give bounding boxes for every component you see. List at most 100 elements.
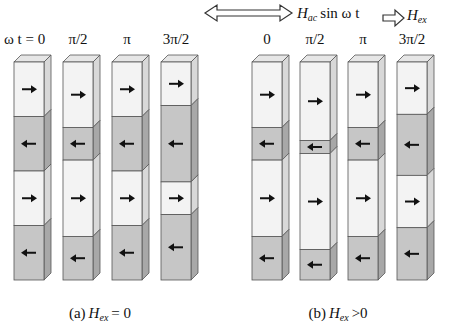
- caption-text: (a): [69, 305, 86, 321]
- magnetization-arrowhead: [269, 91, 275, 99]
- caption: (a)Hex= 0: [69, 304, 131, 327]
- magnetic-domain: [300, 249, 330, 280]
- magnetic-domain: [14, 171, 44, 226]
- column-side: [282, 153, 289, 236]
- caption-text: = 0: [111, 305, 131, 321]
- magnetic-domain: [63, 62, 93, 127]
- magnetization-arrowhead: [365, 194, 371, 202]
- column-side: [427, 55, 434, 114]
- magnetization-arrowhead: [168, 140, 174, 148]
- phase-label: ω t = 0: [4, 30, 45, 48]
- field-label-text: ac: [308, 12, 317, 23]
- magnetization-arrowhead: [355, 254, 361, 262]
- phase-label: π/2: [305, 30, 324, 48]
- column-side: [378, 229, 385, 280]
- magnetic-domain: [112, 226, 142, 281]
- column-side: [330, 147, 337, 250]
- magnetization-arrowhead: [119, 249, 125, 257]
- magnetic-domain: [161, 106, 191, 182]
- column-side: [93, 55, 100, 127]
- phase-label: π: [123, 30, 131, 48]
- magnetic-domain: [63, 127, 93, 160]
- magnetization-arrowhead: [129, 85, 135, 93]
- magnetic-domain: [63, 160, 93, 236]
- column-side: [282, 55, 289, 127]
- phase-label-text: π: [123, 31, 131, 47]
- field-label-text: H: [407, 7, 418, 23]
- field-label: Hacsin ω t: [297, 4, 359, 27]
- magnetization-arrowhead: [355, 140, 361, 148]
- magnetic-domain: [348, 160, 378, 236]
- magnetization-arrowhead: [178, 80, 184, 88]
- magnetization-arrowhead: [269, 194, 275, 202]
- magnetization-arrowhead: [168, 243, 174, 251]
- magnetic-domain: [63, 236, 93, 280]
- magnetization-arrowhead: [21, 140, 27, 148]
- field-label-text: ex: [418, 14, 427, 25]
- field-label-text: sin ω t: [320, 5, 359, 21]
- column-side: [44, 164, 51, 226]
- column-side: [93, 153, 100, 236]
- magnetization-arrowhead: [414, 84, 420, 92]
- magnetic-domain: [161, 62, 191, 106]
- phase-label-text: 3π/2: [399, 31, 426, 47]
- magnetic-domain: [112, 62, 142, 117]
- magnetic-domain: [397, 175, 427, 227]
- domain-column: [14, 55, 51, 280]
- caption-text: H: [329, 305, 340, 321]
- magnetization-arrowhead: [414, 198, 420, 206]
- phase-label: π: [359, 30, 367, 48]
- phase-label: 3π/2: [399, 30, 426, 48]
- magnetization-arrowhead: [21, 249, 27, 257]
- phase-label-text: π/2: [68, 31, 87, 47]
- magnetic-domain: [252, 160, 282, 236]
- magnetic-domain: [348, 62, 378, 127]
- phase-label: 0: [263, 30, 271, 48]
- column-side: [44, 55, 51, 117]
- domain-column: [112, 55, 149, 280]
- magnetization-arrowhead: [307, 261, 313, 269]
- column-side: [427, 168, 434, 227]
- column-side: [191, 55, 198, 106]
- caption-text: >0: [352, 305, 368, 321]
- field-label: Hex: [407, 6, 427, 29]
- phase-label-text: π: [359, 31, 367, 47]
- phase-label-text: 3π/2: [163, 31, 190, 47]
- magnetization-arrowhead: [31, 194, 37, 202]
- caption-text: ex: [99, 312, 108, 323]
- column-side: [330, 242, 337, 280]
- magnetic-domain: [252, 127, 282, 160]
- domain-column: [161, 55, 198, 280]
- phase-label-text: 0: [263, 31, 271, 47]
- column-side: [44, 219, 51, 281]
- ac-field-arrow: [205, 5, 292, 21]
- magnetization-arrowhead: [178, 194, 184, 202]
- domain-column: [348, 55, 385, 280]
- column-side: [282, 229, 289, 280]
- column-side: [44, 110, 51, 172]
- domain-column: [252, 55, 289, 280]
- magnetic-domain: [161, 215, 191, 280]
- column-side: [191, 99, 198, 182]
- column-side: [142, 219, 149, 281]
- caption: (b)Hex>0: [308, 304, 367, 327]
- caption-text: H: [89, 305, 100, 321]
- column-side: [378, 153, 385, 236]
- magnetic-domain: [112, 171, 142, 226]
- ex-field-arrow: [383, 10, 404, 26]
- column-side: [142, 55, 149, 117]
- magnetic-domain: [252, 62, 282, 127]
- column-side: [427, 221, 434, 280]
- magnetization-arrowhead: [70, 140, 76, 148]
- magnetic-domain: [161, 182, 191, 215]
- domain-column: [63, 55, 100, 280]
- column-side: [93, 229, 100, 280]
- column-side: [378, 55, 385, 127]
- phase-label: π/2: [68, 30, 87, 48]
- magnetization-arrowhead: [31, 85, 37, 93]
- magnetization-arrowhead: [129, 194, 135, 202]
- magnetic-domain: [300, 154, 330, 250]
- column-side: [142, 110, 149, 172]
- domain-column: [397, 55, 434, 280]
